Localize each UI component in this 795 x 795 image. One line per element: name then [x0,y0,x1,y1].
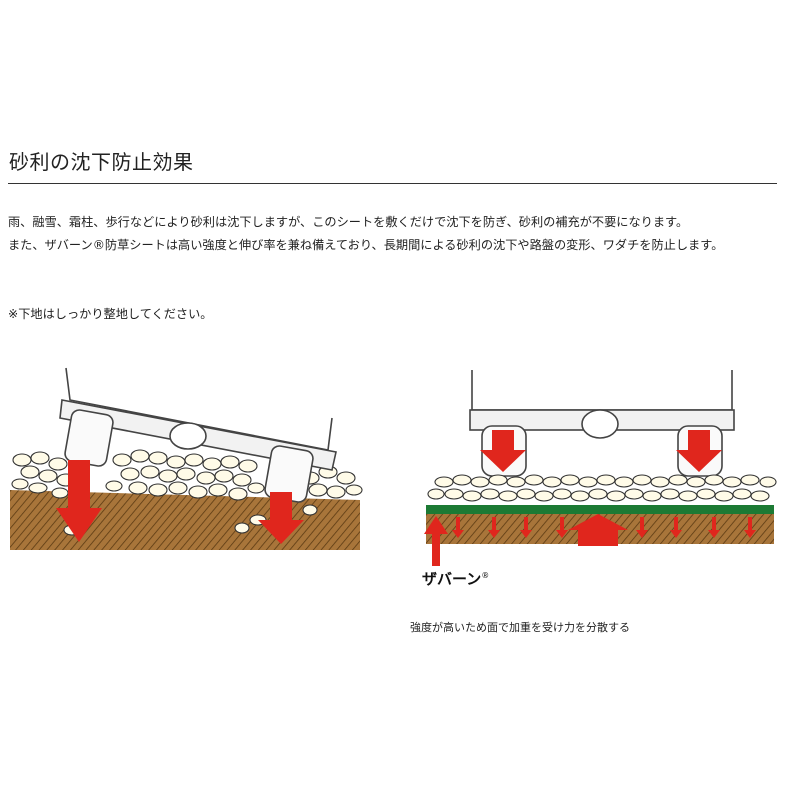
distributed-load-illustration [424,370,777,566]
note-text: ※下地はしっかり整地してください。 [8,307,213,321]
gravel-stones [427,474,777,502]
sinking-arrows [56,460,304,544]
diagram-caption: 強度が高いため面で加重を受け力を分散する [410,621,630,634]
brand-label: ザバーン® [422,568,489,589]
sinking-gravel-illustration [10,367,363,550]
planter-frame [59,367,337,503]
weed-sheet [426,505,774,514]
title-divider [8,183,777,184]
force-arrows [424,430,756,566]
section-title: 砂利の沈下防止効果 [9,150,194,174]
soil-layer [10,490,360,550]
description-paragraph-1: 雨、融雪、霜柱、歩行などにより砂利は沈下しますが、このシートを敷くだけで沈下を防… [8,215,689,229]
description-paragraph-2: また、ザバーン®防草シートは高い強度と伸び率を兼ね備えており、長期間による砂利の… [8,238,724,252]
brand-name: ザバーン [422,570,482,588]
registered-mark: ® [481,571,490,580]
